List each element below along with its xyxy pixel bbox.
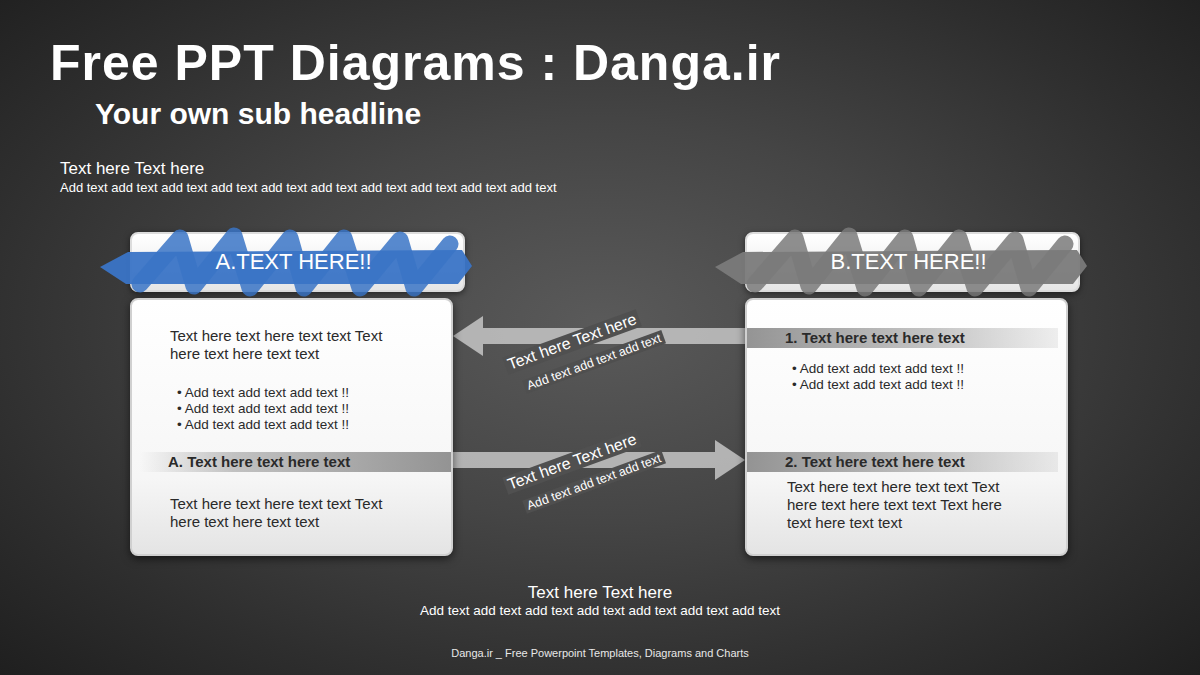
bullet-item: • Add text add text add text !!: [177, 384, 349, 402]
arrow-head: [453, 316, 483, 356]
footer-text: Add text add text add text add text add …: [420, 603, 780, 618]
content-box: Text here text here text text Text here …: [130, 298, 453, 556]
content-box: 1. Text here text here text • Add text ad…: [745, 298, 1068, 556]
arrow-head: [715, 440, 745, 480]
header-tab: B.TEXT HERE!!: [745, 232, 1080, 292]
bullet-item: • Add text add text add text !!: [177, 416, 349, 434]
header-text: A.TEXT HERE!!: [132, 253, 455, 271]
intro-text: Add text add text add text add text add …: [60, 180, 557, 195]
row-heading: 2. Text here text here text: [785, 453, 965, 471]
body-text: Text here text here text text Text here …: [170, 495, 410, 531]
row-heading: A. Text here text here text: [168, 453, 350, 471]
header-text: B.TEXT HERE!!: [747, 253, 1070, 271]
sub-headline: Your own sub headline: [95, 97, 421, 131]
body-text: Text here text here text text Text here …: [170, 327, 410, 363]
intro-heading: Text here Text here: [60, 159, 204, 179]
bullet-item: • Add text add text add text !!: [792, 360, 964, 378]
header-tab: A.TEXT HERE!!: [130, 232, 465, 292]
bullet-item: • Add text add text add text !!: [792, 376, 964, 394]
row-heading: 1. Text here text here text: [785, 329, 965, 347]
slide-title: Free PPT Diagrams : Danga.ir: [50, 34, 781, 92]
credit-note: Danga.ir _ Free Powerpoint Templates, Di…: [451, 647, 749, 659]
footer-heading: Text here Text here: [528, 583, 672, 603]
body-text: Text here text here text text Text here …: [787, 478, 1027, 532]
bullet-item: • Add text add text add text !!: [177, 400, 349, 418]
